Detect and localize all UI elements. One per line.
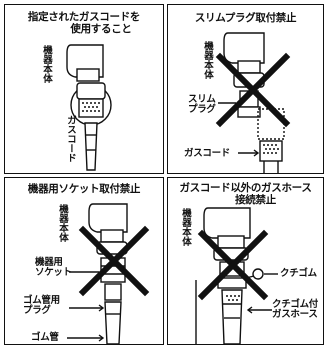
gas-hose-with-clip-label: クチゴム付 ガスホース <box>272 299 319 320</box>
panel-title: 指定されたガスコードを 使用すること <box>5 11 163 35</box>
slim-plug-label: スリム プラグ <box>188 94 216 115</box>
appliance-body-label: 機器本体 <box>202 41 213 79</box>
panel-title-line2: 使用すること <box>70 23 132 35</box>
panel-title-line1: 指定されたガスコードを <box>27 11 141 23</box>
appliance-body-label: 機器本体 <box>180 208 191 246</box>
panel-use-specified-gas-cord: 指定されたガスコードを 使用すること <box>4 4 164 174</box>
gas-cord-label: ガスコード <box>65 115 76 163</box>
rubber-hose-label: ゴム管 <box>31 332 59 343</box>
slim-plug-prohibited-illustration <box>215 32 291 173</box>
appliance-body-label: 機器本体 <box>57 204 68 242</box>
gas-cord-label: ガスコード <box>184 148 231 159</box>
panel-title-line2: 接続禁止 <box>235 194 276 206</box>
panel-no-other-gas-hose: ガスコード以外のガスホース 接続禁止 <box>167 177 324 345</box>
hose-clip-label: クチゴム <box>280 268 317 279</box>
panel-no-appliance-socket: 機器用ソケット取付禁止 <box>4 177 164 345</box>
panel-no-slim-plug: スリムプラグ取付禁止 <box>167 4 324 174</box>
appliance-socket-prohibited-illustration <box>67 203 150 344</box>
panel-title: 機器用ソケット取付禁止 <box>27 183 141 195</box>
rubber-hose-plug-label: ゴム管用 プラグ <box>23 295 60 316</box>
gas-cord-connection-illustration <box>66 44 112 171</box>
appliance-body-label: 機器本体 <box>41 45 52 83</box>
panel-title-line1: ガスコード以外のガスホース <box>179 182 312 194</box>
appliance-socket-label: 機器用 ソケット <box>35 257 72 278</box>
panel-title: ガスコード以外のガスホース 接続禁止 <box>168 182 323 206</box>
panel-title: スリムプラグ取付禁止 <box>194 12 297 24</box>
other-gas-hose-prohibited-illustration <box>195 207 278 344</box>
